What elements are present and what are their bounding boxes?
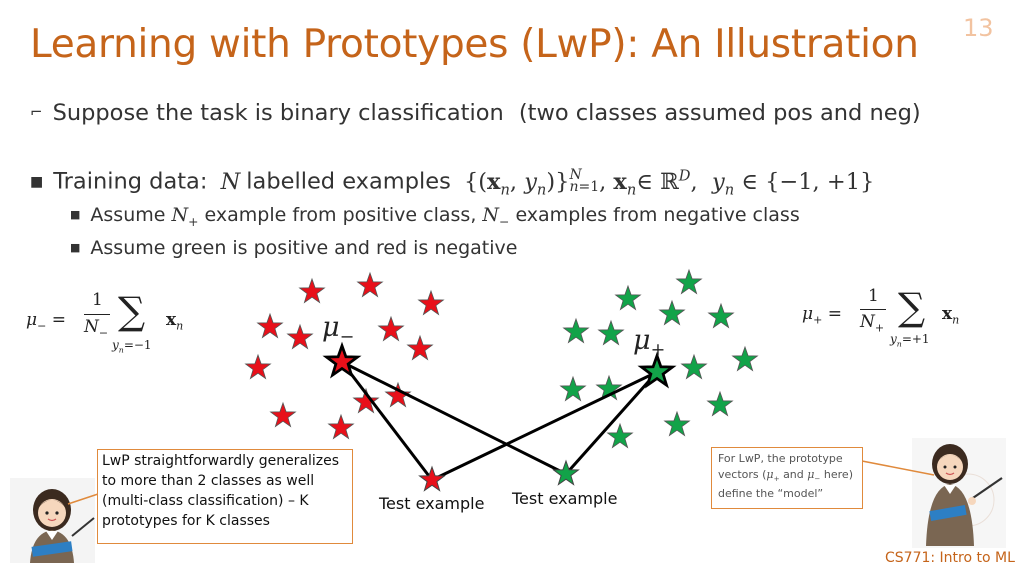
bullet-4-text: Assume green is positive and red is nega… bbox=[90, 237, 518, 259]
slide-number: 13 bbox=[963, 14, 994, 42]
mu-neg-star bbox=[325, 344, 359, 377]
bullet-3-a: Assume bbox=[90, 204, 166, 226]
bullet-1: ⌐ Suppose the task is binary classificati… bbox=[30, 100, 921, 126]
callout-right-pointer bbox=[861, 460, 935, 476]
positive-class-star bbox=[615, 285, 641, 310]
bullet-1-text: Suppose the task is binary classificatio… bbox=[52, 100, 504, 126]
test-example-label-1: Test example bbox=[379, 494, 485, 513]
N-plus-symbol: N+ bbox=[171, 204, 199, 229]
teacher-reading-avatar bbox=[10, 478, 95, 563]
line-pos-proto-test1 bbox=[431, 370, 658, 482]
callout-right-line-1: For LwP, the prototype bbox=[718, 452, 843, 465]
positive-class-star bbox=[732, 346, 758, 371]
callout-left-pointer bbox=[67, 493, 99, 505]
mu-neg-formula: μ− = 1 N− ∑ yn=−1 xn bbox=[26, 289, 184, 355]
line-neg-proto-test1 bbox=[340, 361, 434, 481]
teacher-pointer-avatar bbox=[912, 438, 1006, 548]
positive-class-star bbox=[659, 300, 685, 325]
mu-neg-plot-label: μ− bbox=[322, 312, 355, 348]
positive-class-star bbox=[676, 269, 702, 294]
negative-class-star bbox=[407, 335, 433, 360]
negative-class-star bbox=[257, 313, 283, 338]
bullet-2-prefix: Training data: bbox=[53, 168, 208, 195]
positive-class-star bbox=[598, 320, 624, 345]
positive-class-star bbox=[560, 376, 586, 401]
positive-class-star bbox=[664, 411, 690, 436]
positive-class-star bbox=[707, 391, 733, 416]
bullet-3-b: example from positive class, bbox=[204, 204, 477, 226]
positive-class-star bbox=[607, 423, 633, 448]
positive-class-star bbox=[708, 303, 734, 328]
prototype-markers bbox=[325, 344, 674, 491]
callout-right-line-2: vectors (μ+ and μ− here) bbox=[718, 467, 853, 483]
line-neg-proto-test2 bbox=[341, 360, 567, 476]
callout-right: For LwP, the prototype vectors (μ+ and μ… bbox=[711, 447, 863, 509]
bullet-square-icon: ■ bbox=[30, 173, 44, 190]
bullet-square-icon: ■ bbox=[70, 208, 81, 221]
bullet-2-N: N bbox=[220, 168, 241, 195]
course-footer: CS771: Intro to ML bbox=[885, 550, 1015, 566]
line-pos-proto-test2 bbox=[564, 371, 659, 475]
negative-class-star bbox=[299, 278, 325, 303]
slide-title: Learning with Prototypes (LwP): An Illus… bbox=[30, 22, 919, 67]
bullet-4: ■ Assume green is positive and red is neg… bbox=[70, 237, 517, 259]
negative-class-star bbox=[245, 354, 271, 379]
positive-class-star bbox=[563, 318, 589, 343]
bullet-1-paren: (two classes assumed pos and neg) bbox=[518, 100, 921, 126]
positive-class-star bbox=[681, 354, 707, 379]
negative-class-star bbox=[270, 402, 296, 427]
connector-lines bbox=[340, 360, 659, 482]
callout-right-line-3: define the “model” bbox=[718, 487, 824, 501]
N-minus-symbol: N− bbox=[482, 204, 510, 229]
bullet-square-icon: ■ bbox=[70, 241, 81, 254]
bullet-marker-icon: ⌐ bbox=[30, 103, 43, 121]
mu-pos-formula: μ+ = 1 N+ ∑ yn=+1 xn bbox=[802, 285, 960, 349]
negative-class-star bbox=[328, 414, 354, 439]
negative-class-star bbox=[357, 272, 383, 297]
bullet-3: ■Assume N+ example from positive class, … bbox=[70, 204, 800, 229]
bullet-3-c: examples from negative class bbox=[515, 204, 800, 226]
negative-class-star bbox=[287, 324, 313, 349]
bullet-2-mid: labelled examples bbox=[246, 168, 451, 195]
negative-class-star bbox=[378, 316, 404, 341]
callout-left: LwP straightforwardly generalizes to mor… bbox=[97, 449, 353, 544]
test-example-label-2: Test example bbox=[512, 489, 618, 508]
mu-pos-plot-label: μ+ bbox=[633, 325, 666, 361]
negative-class-star bbox=[418, 290, 444, 315]
